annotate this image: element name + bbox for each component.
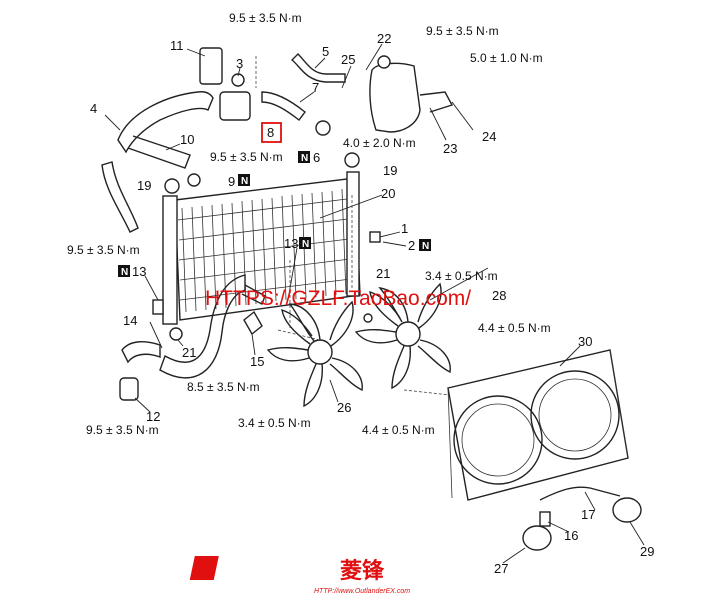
- part-label-14: 14: [123, 313, 137, 328]
- new-part-mark-2: N: [422, 241, 429, 252]
- new-part-mark-13-upper: N: [302, 239, 309, 250]
- part-label-21-right: 21: [376, 266, 390, 281]
- part-label-9: 9: [228, 174, 235, 189]
- cap-19-right: [344, 152, 360, 168]
- hose-5: [290, 53, 346, 83]
- radiator-core-grid: [177, 188, 360, 313]
- torque-spec-shroud-upper: 4.4 ± 0.5 N·m: [478, 321, 551, 335]
- drain-plug-1: [369, 231, 381, 243]
- part-label-22: 22: [377, 31, 391, 46]
- torque-spec-switch-12: 9.5 ± 3.5 N·m: [86, 423, 159, 437]
- torque-spec-fan-28: 3.4 ± 0.5 N·m: [425, 269, 498, 283]
- connector-16: [539, 511, 551, 527]
- part-label-11: 11: [170, 38, 184, 53]
- cap-19-left: [164, 178, 180, 194]
- watermark-text: HTTPS://GZLF.TaoBao.com/: [205, 287, 471, 310]
- part-label-15: 15: [250, 354, 264, 369]
- torque-spec-shroud-lower: 4.4 ± 0.5 N·m: [362, 423, 435, 437]
- hose-4: [101, 161, 139, 233]
- new-part-mark-6: N: [301, 153, 308, 164]
- part-label-3: 3: [236, 56, 243, 71]
- part-label-24: 24: [482, 129, 496, 144]
- part-label-30: 30: [578, 334, 592, 349]
- part-label-16: 16: [564, 528, 578, 543]
- clamp-6: [315, 120, 331, 136]
- part-label-21-left: 21: [182, 345, 196, 360]
- torque-spec-hose-4: 9.5 ± 3.5 N·m: [67, 243, 140, 257]
- part-8-highlight: [261, 122, 282, 143]
- logo-text: 菱锋: [340, 558, 385, 583]
- part-label-6: 6: [313, 150, 320, 165]
- leader-lines: [104, 43, 645, 564]
- hose-7: [261, 91, 306, 121]
- upper-radiator-hose: [117, 91, 214, 154]
- logo-url: HTTP://www.OutlanderEX.com: [314, 588, 410, 595]
- bracket-15: [243, 310, 263, 336]
- logo-mark-inner: [318, 562, 330, 574]
- bracket-13-lower: [152, 299, 164, 315]
- new-part-mark-9: N: [241, 176, 248, 187]
- part-label-13-lower: 13: [132, 264, 146, 279]
- tank-cap: [377, 55, 391, 69]
- bracket-11: [199, 47, 223, 85]
- part-label-10: 10: [180, 132, 194, 147]
- new-part-marks: N N N N N: [118, 151, 431, 278]
- torque-spec-bracket-11: 9.5 ± 3.5 N·m: [229, 11, 302, 25]
- torque-spec-tank-clamp: 4.0 ± 2.0 N·m: [343, 136, 416, 150]
- logo-mark: [189, 556, 219, 580]
- fan-26: [266, 300, 363, 408]
- reserve-tank-bracket: [419, 91, 454, 113]
- radiator: [162, 171, 361, 325]
- part-label-25: 25: [341, 52, 355, 67]
- fan-motor-29: [612, 497, 642, 523]
- part-label-8: 8: [267, 125, 274, 140]
- part-label-13-upper: 13: [284, 236, 298, 251]
- logo: 菱锋 HTTP://www.OutlanderEX.com: [189, 556, 410, 595]
- part-label-19-right: 19: [383, 163, 397, 178]
- reserve-tank: [369, 62, 421, 133]
- part-label-19-left: 19: [137, 178, 151, 193]
- fan-motor-27: [522, 525, 552, 551]
- lower-radiator-hose: [159, 274, 246, 379]
- clamp-21-left: [169, 327, 183, 341]
- torque-specs: 9.5 ± 3.5 N·m 9.5 ± 3.5 N·m 5.0 ± 1.0 N·…: [67, 11, 551, 437]
- part-label-5: 5: [322, 44, 329, 59]
- part-label-26: 26: [337, 400, 351, 415]
- clamp-9: [187, 173, 201, 187]
- part-labels: 11 3 5 25 22 7 8 4 10 6 19 9 19 20 23 24…: [90, 31, 654, 576]
- part-label-2: 2: [408, 238, 415, 253]
- thermo-switch-12: [119, 377, 139, 401]
- torque-spec-fan-26: 3.4 ± 0.5 N·m: [238, 416, 311, 430]
- part-label-23: 23: [443, 141, 457, 156]
- radiator-hose-upper-pipe: [127, 135, 191, 169]
- lower-pipe: [241, 284, 266, 305]
- clamp-3: [231, 73, 245, 87]
- part-label-7: 7: [312, 80, 319, 95]
- torque-spec-tank-bolt: 5.0 ± 1.0 N·m: [470, 51, 543, 65]
- part-label-20: 20: [381, 186, 395, 201]
- part-label-27: 27: [494, 561, 508, 576]
- harness-17: [539, 486, 621, 501]
- part-label-1: 1: [401, 221, 408, 236]
- torque-spec-housing: 9.5 ± 3.5 N·m: [210, 150, 283, 164]
- torque-spec-bracket-15: 8.5 ± 3.5 N·m: [187, 380, 260, 394]
- thermostat-housing: [219, 91, 251, 121]
- dashed-guides: [255, 56, 451, 396]
- lower-hose-14: [121, 341, 161, 364]
- clamp-21-right: [363, 313, 373, 323]
- part-label-17: 17: [581, 507, 595, 522]
- part-label-4: 4: [90, 101, 97, 116]
- part-label-28: 28: [492, 288, 506, 303]
- part-label-12: 12: [146, 409, 160, 424]
- part-label-29: 29: [640, 544, 654, 559]
- fan-28: [354, 282, 451, 390]
- torque-spec-tank-bracket: 9.5 ± 3.5 N·m: [426, 24, 499, 38]
- fan-shroud-30: [447, 349, 629, 501]
- new-part-mark-13-lower: N: [121, 267, 128, 278]
